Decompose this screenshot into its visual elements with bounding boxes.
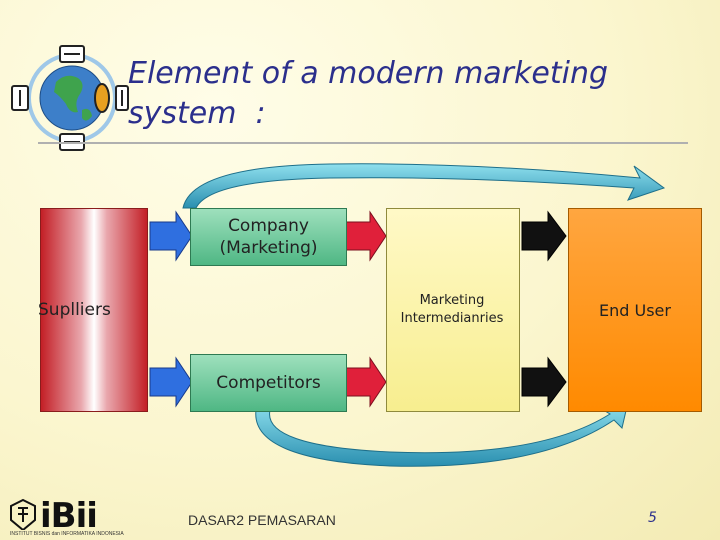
competitors-box: Competitors <box>190 354 347 412</box>
title-divider <box>38 142 688 144</box>
end-user-label: End User <box>599 300 671 320</box>
logo-emblem-icon <box>10 498 36 530</box>
title-line-1: Element of a modern marketing <box>128 56 608 91</box>
company-box: Company (Marketing) <box>190 208 347 266</box>
intermediaries-label-line-1: Marketing <box>419 293 485 308</box>
suppliers-label: Suplliers <box>38 300 111 320</box>
page-number: 5 <box>648 510 657 526</box>
suppliers-box <box>40 208 148 412</box>
intermediaries-box <box>386 208 520 412</box>
logo-text: iBii <box>40 496 98 536</box>
company-label-line-1: Company <box>228 216 309 236</box>
intermediaries-label-line-2: Intermedianries <box>400 311 504 326</box>
company-label-line-2: (Marketing) <box>219 238 318 258</box>
end-user-box: End User <box>568 208 702 412</box>
competitors-label: Competitors <box>216 373 321 393</box>
page-title: Element of a modern marketing system : <box>128 54 688 134</box>
logo-tagline: INSTITUT BISNIS dan INFORMATIKA INDONESI… <box>10 531 124 537</box>
footer-title: DASAR2 PEMASARAN <box>188 512 336 528</box>
title-line-2: system : <box>128 96 266 131</box>
intermediaries-label: Marketing Intermedianries <box>386 292 518 328</box>
